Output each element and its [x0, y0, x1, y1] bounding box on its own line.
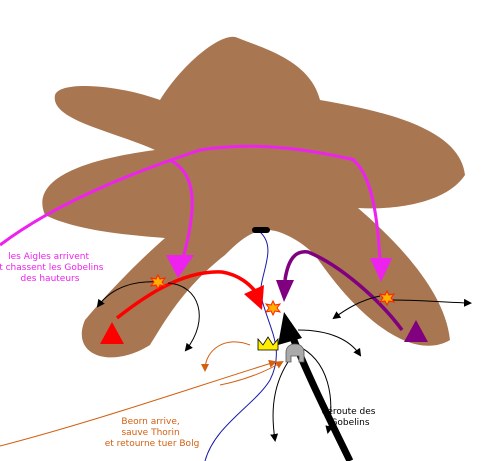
red-army-arrow: [115, 270, 258, 320]
explosion-icon: [378, 289, 396, 307]
mountain-shape: [42, 36, 466, 358]
goblin-rout-arrowhead: [278, 312, 302, 345]
eagles-arrow-center: [169, 158, 194, 263]
goblin-flee-arrow-7: [270, 361, 289, 442]
purple-army-arrowhead: [276, 280, 294, 302]
goblin-flee-arrow-4: [391, 298, 472, 307]
red-army-triangle-icon: [100, 322, 124, 344]
red-army-arrowhead: [244, 285, 264, 310]
goblin-flee-arrow-1: [96, 281, 161, 308]
beorn-arrow-return: [201, 341, 251, 372]
beorn-label: Beorn arrive, sauve Thorin et retourne t…: [105, 417, 200, 449]
eagles-arrow-east: [349, 156, 382, 263]
purple-army-triangle-icon: [404, 320, 428, 342]
explosion-icon: [264, 299, 282, 317]
crown-icon: [257, 336, 279, 351]
eagles-arrowhead-east: [370, 258, 392, 282]
goblin-flee-arrow-5: [297, 329, 362, 357]
eagles-arrowhead-center: [166, 255, 194, 278]
rout-label: déroute des Gobelins: [322, 406, 379, 428]
explosion-icon: [149, 273, 167, 291]
beorn-arrow-bolg: [219, 360, 284, 386]
beorn-arrow-main: [0, 359, 277, 447]
goblin-flee-arrow-2: [167, 282, 200, 352]
helmet-icon: [285, 343, 305, 363]
goblin-flee-arrow-3: [332, 295, 381, 320]
eagles-arrow-west: [0, 144, 356, 247]
eagles-label: les Aigles arrivent et chassent les Gobe…: [0, 252, 106, 284]
purple-army-arrow: [283, 250, 404, 332]
cave-entrance-icon: [252, 227, 270, 233]
